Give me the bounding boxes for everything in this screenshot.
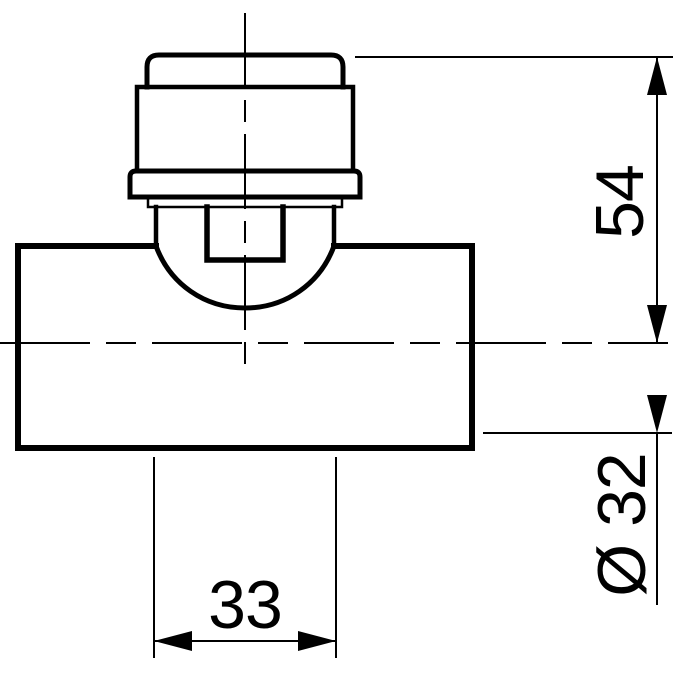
centerlines bbox=[0, 13, 668, 372]
height-dimension-label: 54 bbox=[582, 165, 658, 239]
dimension-height: 54 bbox=[355, 56, 673, 343]
pipe-body-outline bbox=[15, 243, 475, 451]
height-arrowhead-up bbox=[647, 57, 667, 95]
diameter-arrowhead-down bbox=[647, 395, 667, 433]
width-arrowhead-right bbox=[298, 631, 336, 651]
dimension-diameter: Ø 32 bbox=[483, 395, 672, 605]
width-dimension-label: 33 bbox=[208, 567, 282, 643]
height-arrowhead-down bbox=[647, 305, 667, 343]
dimension-width: 33 bbox=[153, 457, 337, 658]
width-arrowhead-left bbox=[154, 631, 192, 651]
diameter-dimension-label: Ø 32 bbox=[584, 453, 660, 596]
